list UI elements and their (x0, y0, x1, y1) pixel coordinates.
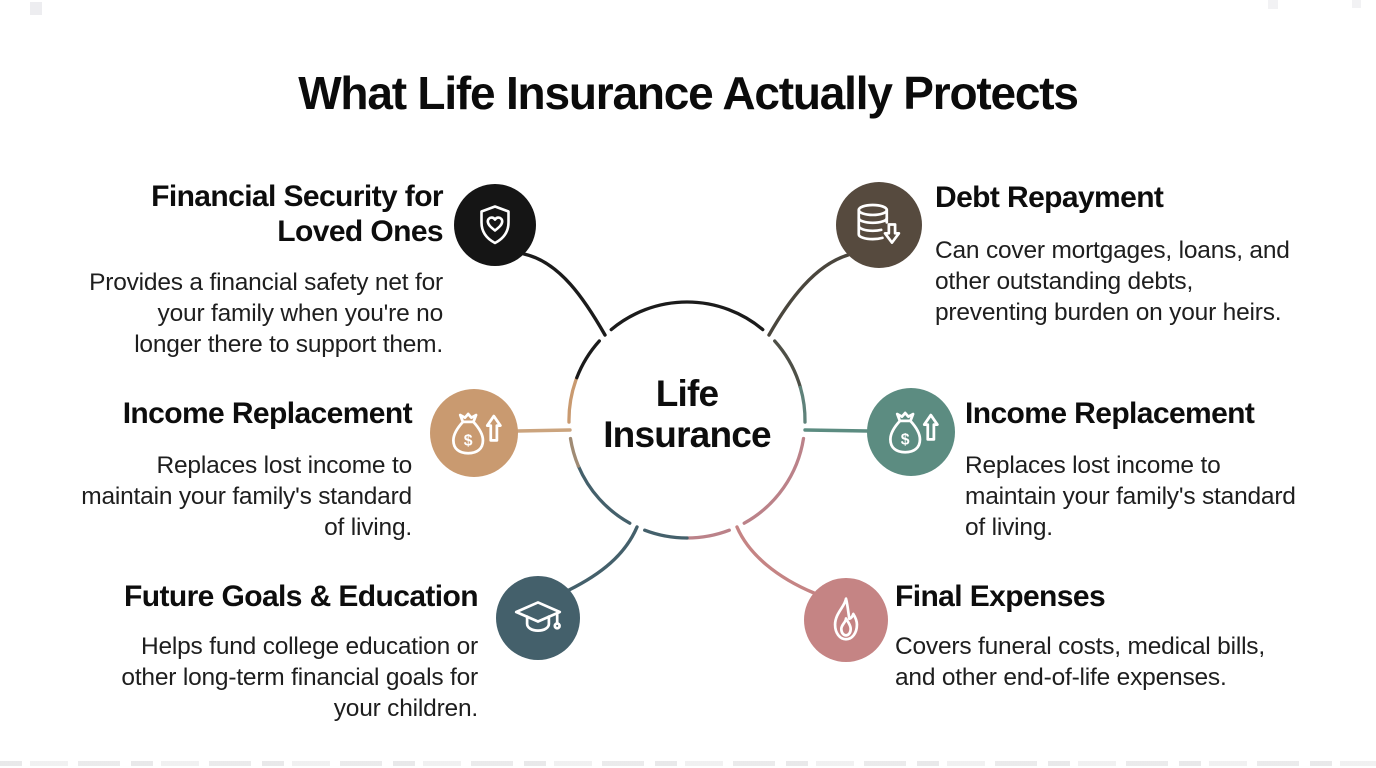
scan-artifact (30, 2, 42, 15)
body-financial-security: Provides a financial safety net for your… (89, 269, 443, 358)
center-circle-label: Life Insurance (603, 373, 771, 455)
body-debt-repayment: Can cover mortgages, loans, and other ou… (935, 237, 1290, 326)
page-title: What Life Insurance Actually Protects (298, 67, 1079, 119)
money-bag-up-arrow-icon: $ (430, 389, 518, 477)
money-bag-up-arrow-icon: $ (867, 388, 955, 476)
graduation-cap-icon (496, 576, 580, 660)
coin-stack-down-arrow-icon (836, 182, 922, 268)
heading-financial-security: Financial Security for Loved Ones (151, 180, 443, 248)
heading-future-goals-education: Future Goals & Education (124, 580, 479, 613)
body-future-goals-education: Helps fund college education or other lo… (121, 633, 478, 722)
svg-text:$: $ (900, 431, 909, 448)
scan-artifact (1268, 0, 1278, 9)
heading-final-expenses: Final Expenses (895, 580, 1106, 613)
bottom-noise-strip (0, 761, 1376, 766)
body-income-replacement-left: Replaces lost income to maintain your fa… (81, 452, 412, 541)
svg-text:$: $ (463, 432, 472, 449)
heading-debt-repayment: Debt Repayment (935, 181, 1164, 214)
scan-artifact (1352, 0, 1361, 8)
heading-income-replacement-left: Income Replacement (122, 397, 413, 430)
shield-heart-icon (454, 184, 536, 266)
flame-icon (804, 578, 888, 662)
body-final-expenses: Covers funeral costs, medical bills, and… (895, 633, 1265, 691)
body-income-replacement-right: Replaces lost income to maintain your fa… (965, 452, 1296, 541)
heading-income-replacement-right: Income Replacement (965, 397, 1255, 430)
